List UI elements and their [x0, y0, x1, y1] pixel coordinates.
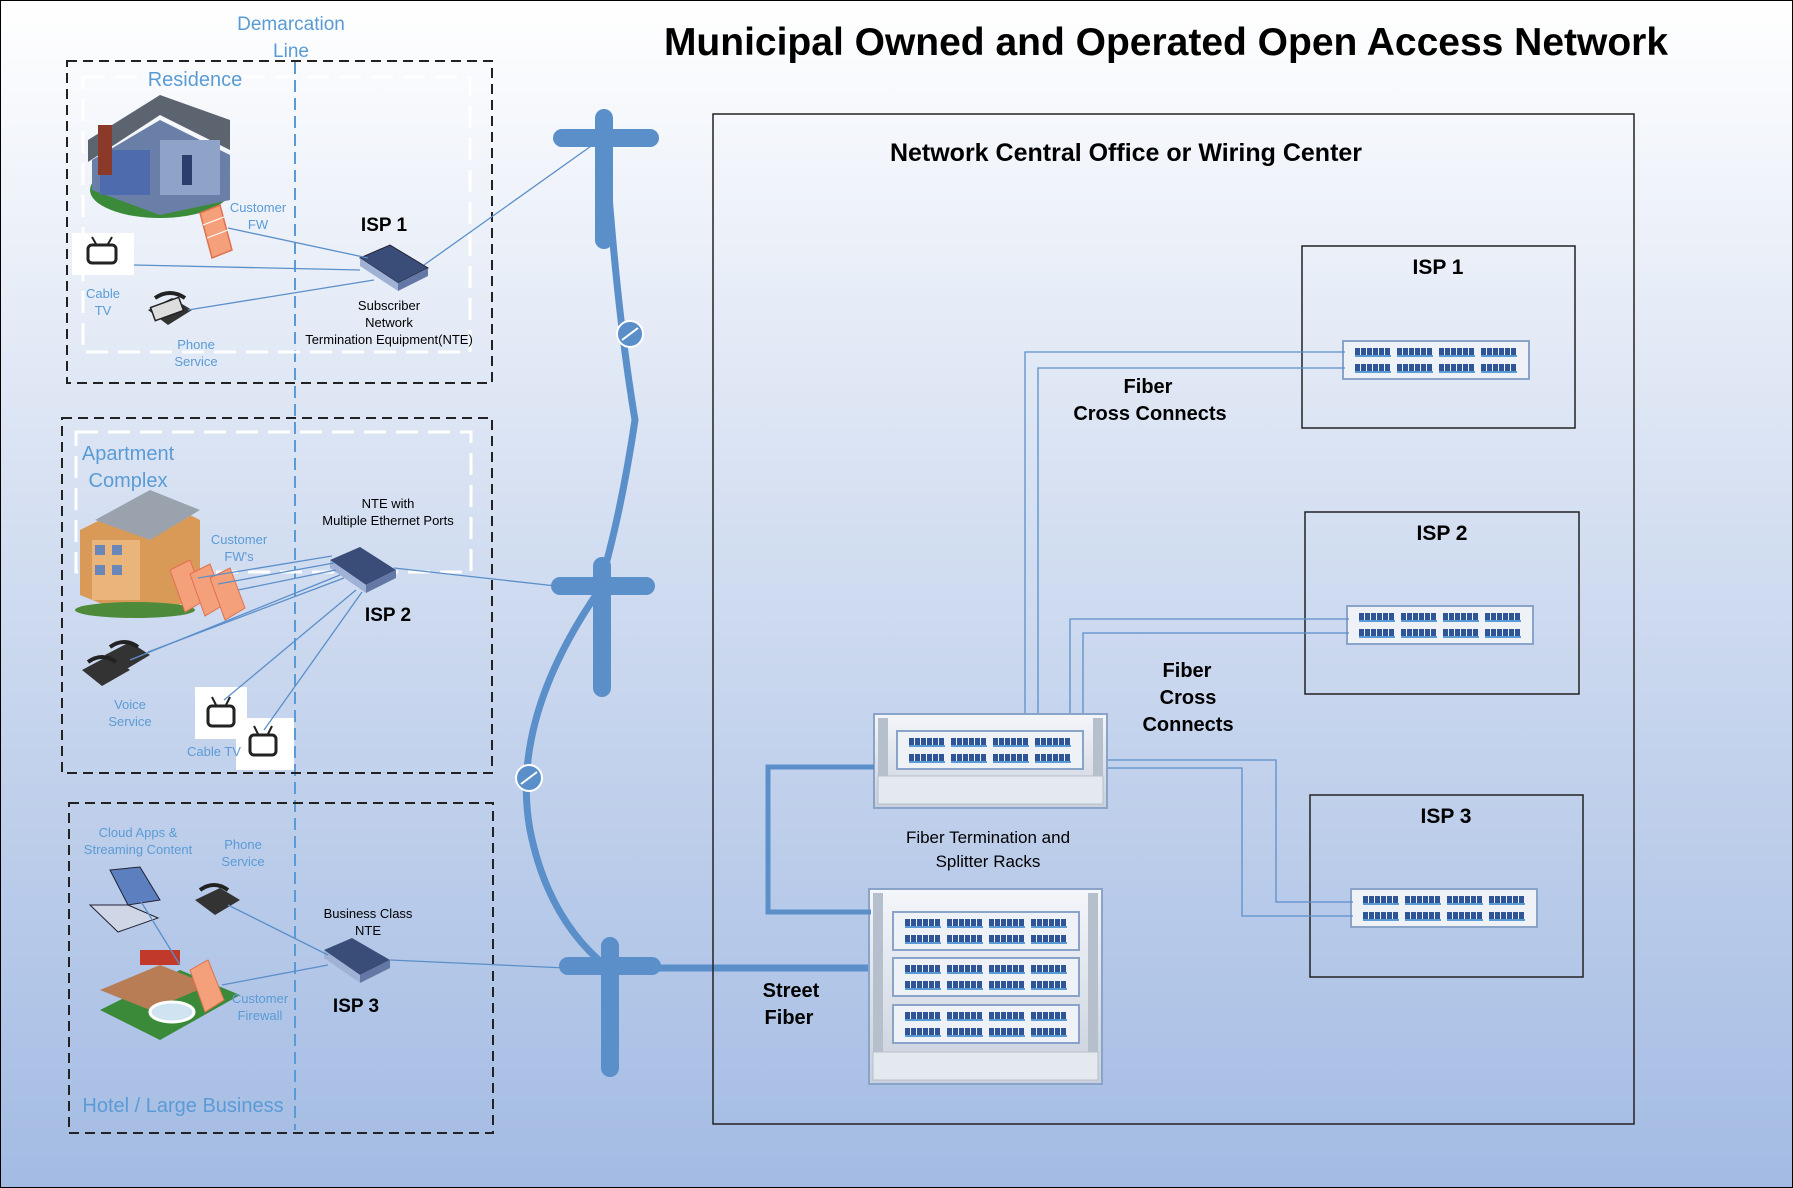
apartment-links: [129, 555, 557, 731]
central-office-box: [712, 113, 1635, 1125]
rack-interconnect: [765, 764, 874, 915]
apartment-box: [61, 417, 493, 774]
isp3-box: [1309, 794, 1584, 978]
isp3-box-label: ISP 3: [1421, 805, 1472, 828]
hotel-label: Hotel / Large Business: [82, 1095, 283, 1117]
hotel-firewall-icon: [189, 959, 225, 1013]
cloud-label: Cloud Apps &Streaming Content: [84, 825, 193, 857]
cross-connect-lines: [1024, 351, 1353, 917]
hotel-phone-icon: [195, 883, 240, 915]
residence-isp-label: ISP 1: [361, 215, 408, 236]
hotel-isp-label: ISP 3: [333, 996, 379, 1017]
tv-icon: [72, 233, 134, 275]
isp2-patch-panel: [1346, 605, 1534, 645]
utility-pole-1: [553, 109, 659, 249]
splice-icon-2: [515, 764, 543, 792]
page-title: Municipal Owned and Operated Open Access…: [664, 21, 1668, 64]
splice-icon-1: [616, 320, 644, 348]
laptop-icon: [88, 866, 161, 933]
residence-label: Residence: [148, 69, 243, 91]
nte-device-icon: [358, 244, 430, 291]
business-nte-icon: [324, 938, 390, 983]
tv-icon-apartment-1: [195, 687, 247, 739]
voice-phones-icon: [82, 640, 150, 686]
isp2-box-label: ISP 2: [1417, 522, 1468, 545]
hotel-links: [139, 899, 567, 986]
residence-white-dash: [81, 75, 472, 354]
tv-icon-apartment-2: [236, 718, 294, 770]
utility-pole-2: [551, 557, 655, 697]
isp1-box: [1301, 245, 1576, 429]
fiber-termination-rack: [868, 888, 1103, 1085]
phone-icon: [148, 291, 192, 325]
residence-links: [133, 143, 595, 311]
firewall-icon: [199, 203, 233, 260]
apartment-building-icon: [75, 490, 200, 618]
hotel-box: [68, 802, 494, 1134]
house-icon: [88, 95, 230, 218]
central-office-title: Network Central Office or Wiring Center: [890, 139, 1362, 167]
isp1-box-label: ISP 1: [1413, 256, 1464, 279]
splitter-rack: [873, 713, 1108, 809]
nte-multiport-icon: [330, 547, 396, 593]
residence-box: [66, 60, 493, 384]
apartment-tv-label: Cable TV: [187, 744, 241, 759]
utility-pole-3: [559, 937, 661, 1077]
isp3-patch-panel: [1350, 888, 1538, 928]
apartment-white-dash: [74, 430, 473, 574]
firewall-icons-group: [169, 559, 246, 621]
apartment-isp-label: ISP 2: [365, 605, 411, 626]
isp1-patch-panel: [1342, 340, 1530, 380]
isp2-box: [1304, 511, 1580, 695]
